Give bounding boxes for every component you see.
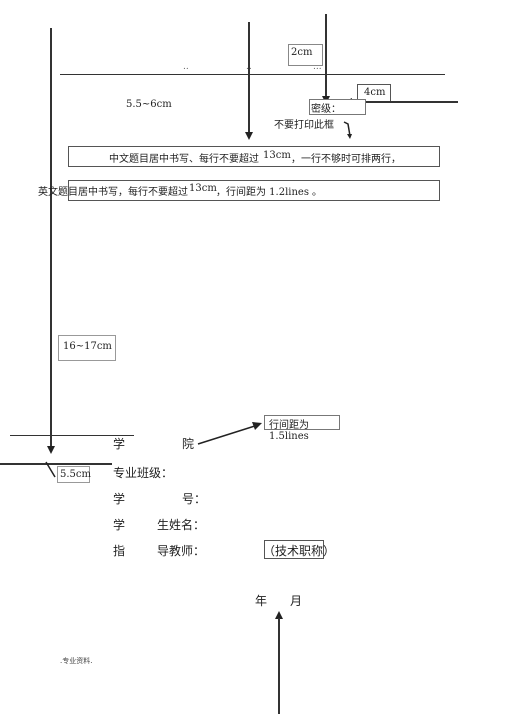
- college-label-a: 学: [113, 437, 126, 451]
- line-spacing-box: 行间距为 1.5lines: [264, 415, 340, 442]
- advisor-title-label: （技术职称）: [263, 544, 336, 558]
- student-name-label-a: 学: [113, 518, 126, 532]
- line-spacing-arrow: [197, 422, 262, 445]
- advisor-label-a: 指: [113, 544, 126, 558]
- header-rule: [60, 74, 445, 75]
- top-margin-label: 2cm: [291, 47, 313, 58]
- chinese-title-box: 中文题目居中书写、每行不要超过 13cm ，一行不够时可排两行，: [68, 146, 440, 167]
- vertical-gap-box: 16~17cm: [58, 335, 116, 361]
- major-class-label: 专业班级：: [113, 466, 174, 480]
- college-label-b: 院: [182, 437, 195, 451]
- advisor-title-box: （技术职称）: [263, 540, 335, 559]
- top-margin-box: 2cm: [288, 44, 323, 66]
- header-dots-1: ..: [183, 62, 189, 72]
- footer-note: .专业资料.: [60, 657, 93, 665]
- indent-label: 5.5~6cm: [126, 99, 172, 110]
- right-horizontal-arrow-line: [352, 101, 458, 103]
- left-vertical-arrow-line: [50, 28, 52, 448]
- secret-level-label: 密级：: [311, 104, 341, 115]
- header-dots-3: ...: [313, 62, 322, 72]
- line-spacing-label: 行间距为 1.5lines: [269, 420, 309, 442]
- bottom-vertical-arrowhead: [275, 611, 283, 619]
- student-id-label-a: 学: [113, 492, 126, 506]
- en-title-length: 13cm: [189, 183, 217, 194]
- center-vertical-arrow-line: [248, 22, 250, 134]
- secret-level-box: 密级：: [309, 99, 366, 115]
- advisor-label-b: 导教师：: [157, 544, 206, 558]
- student-id-label-b: 号：: [182, 492, 207, 506]
- left-horizontal-arrow-line: [0, 463, 112, 465]
- do-not-print-arrow: [343, 121, 352, 139]
- cn-title-tail: ，一行不够时可排两行，: [291, 154, 401, 165]
- left-margin-label: 5.5cm: [60, 469, 91, 480]
- form-top-rule: [10, 435, 134, 436]
- right-vertical-arrow-line: [325, 14, 327, 100]
- en-title-note: 英文题目居中书写，每行不要超过: [38, 187, 188, 198]
- left-vertical-arrowhead: [47, 446, 55, 454]
- bottom-vertical-arrow-line: [278, 618, 280, 714]
- right-width-label: 4cm: [364, 87, 386, 98]
- date-year-label: 年: [255, 594, 268, 608]
- left-margin-box: 5.5cm: [57, 466, 91, 483]
- en-title-end: 。: [312, 187, 322, 198]
- vertical-gap-label: 16~17cm: [63, 341, 112, 352]
- english-title-box: [68, 180, 440, 201]
- cn-title-length: 13cm: [263, 150, 291, 161]
- date-month-label: 月: [290, 594, 303, 608]
- do-not-print-note: 不要打印此框: [274, 120, 334, 131]
- center-vertical-arrowhead: [245, 132, 253, 140]
- student-name-label-b: 生姓名：: [157, 518, 206, 532]
- left-margin-pointer: [45, 461, 56, 478]
- en-title-tail: ，行间距为 1.2lines: [216, 187, 309, 198]
- cn-title-note: 中文题目居中书写、每行不要超过: [109, 154, 259, 165]
